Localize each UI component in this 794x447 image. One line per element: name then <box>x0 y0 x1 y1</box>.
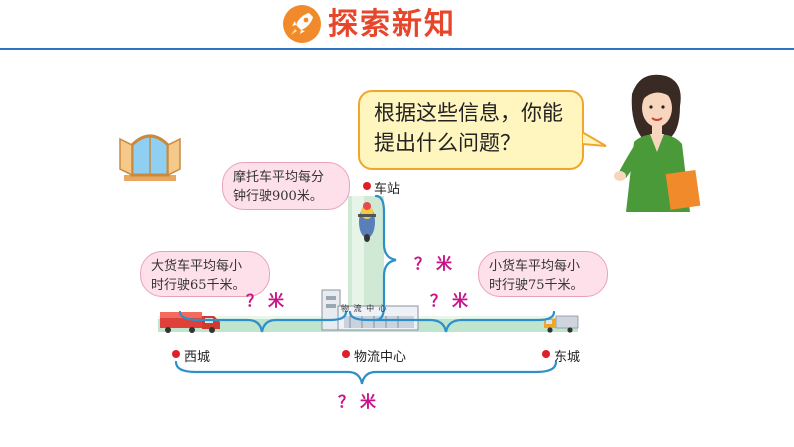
speech-line-2: 提出什么问题？ <box>374 131 521 155</box>
big-truck-icon <box>160 312 220 333</box>
center-dot <box>342 350 350 358</box>
page-title: 探索新知 <box>328 7 456 42</box>
station-dot <box>363 182 371 190</box>
speech-tail <box>582 130 607 147</box>
header-divider <box>0 48 794 50</box>
motorcycle-icon <box>358 202 376 242</box>
question-total-distance: ？米 <box>338 392 383 411</box>
brace-station <box>374 194 397 322</box>
brace-east <box>348 310 556 333</box>
question-station-distance: ？米 <box>414 254 459 273</box>
bubble-line: 时行驶65千米。 <box>151 278 246 293</box>
west-dot <box>172 350 180 358</box>
question-west-distance: ？米 <box>246 291 291 310</box>
bubble-line: 大货车平均每小 <box>151 259 243 274</box>
station-label: 车站 <box>374 182 401 197</box>
speech-line-1: 根据这些信息，你能 <box>374 101 563 125</box>
east-dot <box>542 350 550 358</box>
window-icon <box>119 134 181 181</box>
distance-braces <box>174 194 558 385</box>
small-truck-icon <box>544 315 579 333</box>
east-city-label: 东城 <box>554 350 581 365</box>
small-truck-speed-bubble: 小货车平均每小 时行驶75千米。 <box>478 251 608 297</box>
west-city-label: 西城 <box>184 350 211 365</box>
bubble-line: 小货车平均每小 <box>489 259 581 274</box>
big-truck-speed-bubble: 大货车平均每小 时行驶65千米。 <box>140 251 270 297</box>
logistics-center-label: 物流中心 <box>354 350 407 365</box>
bubble-line: 钟行驶900米。 <box>233 189 323 204</box>
building-sign: 物 流 中 心 <box>341 304 388 313</box>
teacher-speech-bubble: 根据这些信息，你能 提出什么问题？ <box>358 90 584 170</box>
brace-total <box>174 360 558 385</box>
question-east-distance: ？米 <box>430 291 475 310</box>
rocket-icon <box>283 5 321 43</box>
motorcycle-speed-bubble: 摩托车平均每分 钟行驶900米。 <box>222 162 350 210</box>
bubble-line: 摩托车平均每分 <box>233 170 325 185</box>
teacher-avatar <box>614 74 701 212</box>
bubble-line: 时行驶75千米。 <box>489 278 584 293</box>
brace-west <box>178 310 348 333</box>
